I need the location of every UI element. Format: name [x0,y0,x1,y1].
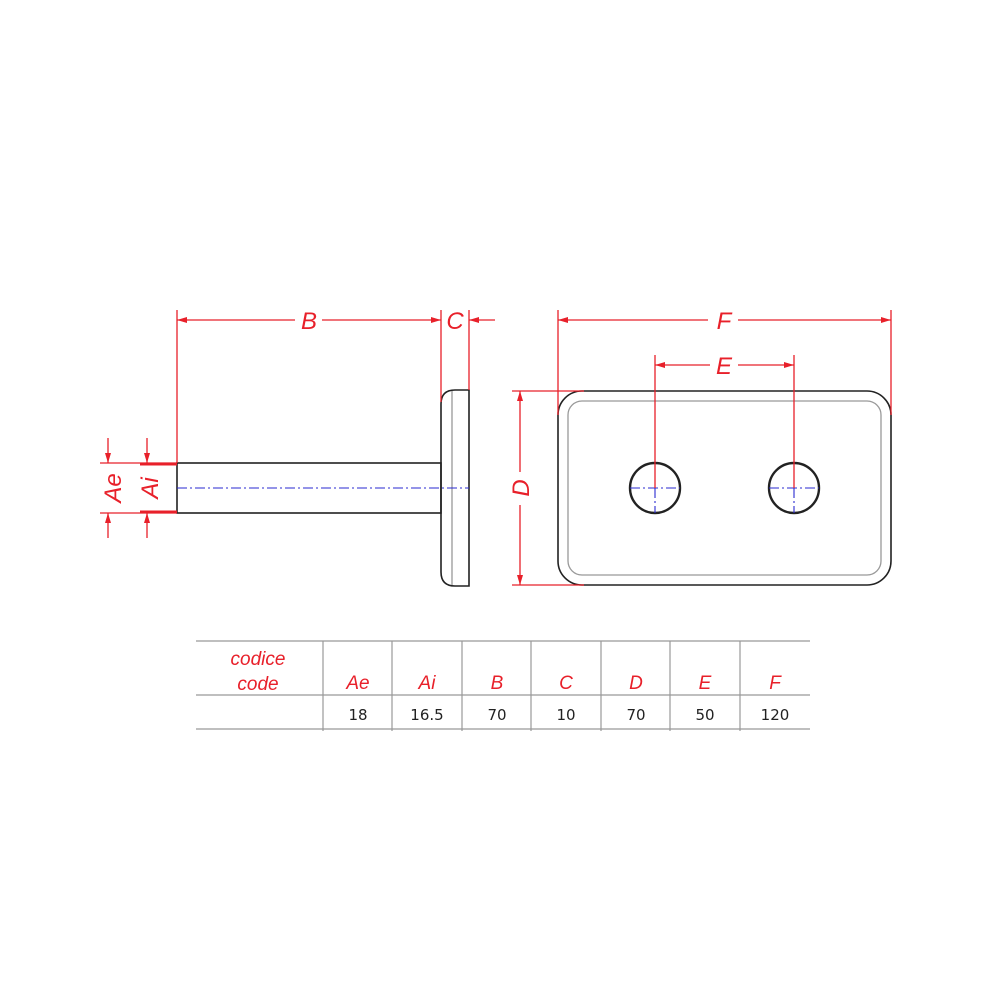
label-ae: Ae [100,473,127,504]
header-f: F [769,673,782,694]
header-ai: Ai [418,673,437,694]
header-c: C [559,673,573,694]
header-codice: codice [231,649,286,670]
value-ae: 18 [348,706,367,724]
flange-outline [440,389,470,587]
label-e: E [716,353,733,380]
dimension-c: C [446,308,495,335]
value-c: 10 [556,706,575,724]
plate-outline [557,390,892,586]
value-d: 70 [626,706,645,724]
header-d: D [629,673,643,694]
dimension-e: E [654,353,795,488]
dimension-f: F [557,308,892,415]
header-code: code [237,674,278,695]
side-view [176,389,470,587]
dimension-b: B [176,308,470,463]
plate-inner-edge [567,400,882,576]
label-ai: Ai [137,477,164,501]
label-c: C [446,308,464,335]
value-f: 120 [761,706,790,724]
label-b: B [301,308,317,335]
value-e: 50 [695,706,714,724]
dimension-ae: Ae [100,438,177,538]
header-b: B [491,673,504,694]
label-f: F [717,308,733,335]
dimension-ai: Ai [137,438,177,538]
header-ae: Ae [345,673,369,694]
dimension-table: codice code Ae Ai B C D E F 18 16.5 70 1… [196,640,810,731]
front-view [557,390,892,586]
value-b: 70 [487,706,506,724]
dimension-d: D [508,390,584,586]
label-d: D [508,479,535,496]
value-ai: 16.5 [410,706,443,724]
header-e: E [699,673,712,694]
